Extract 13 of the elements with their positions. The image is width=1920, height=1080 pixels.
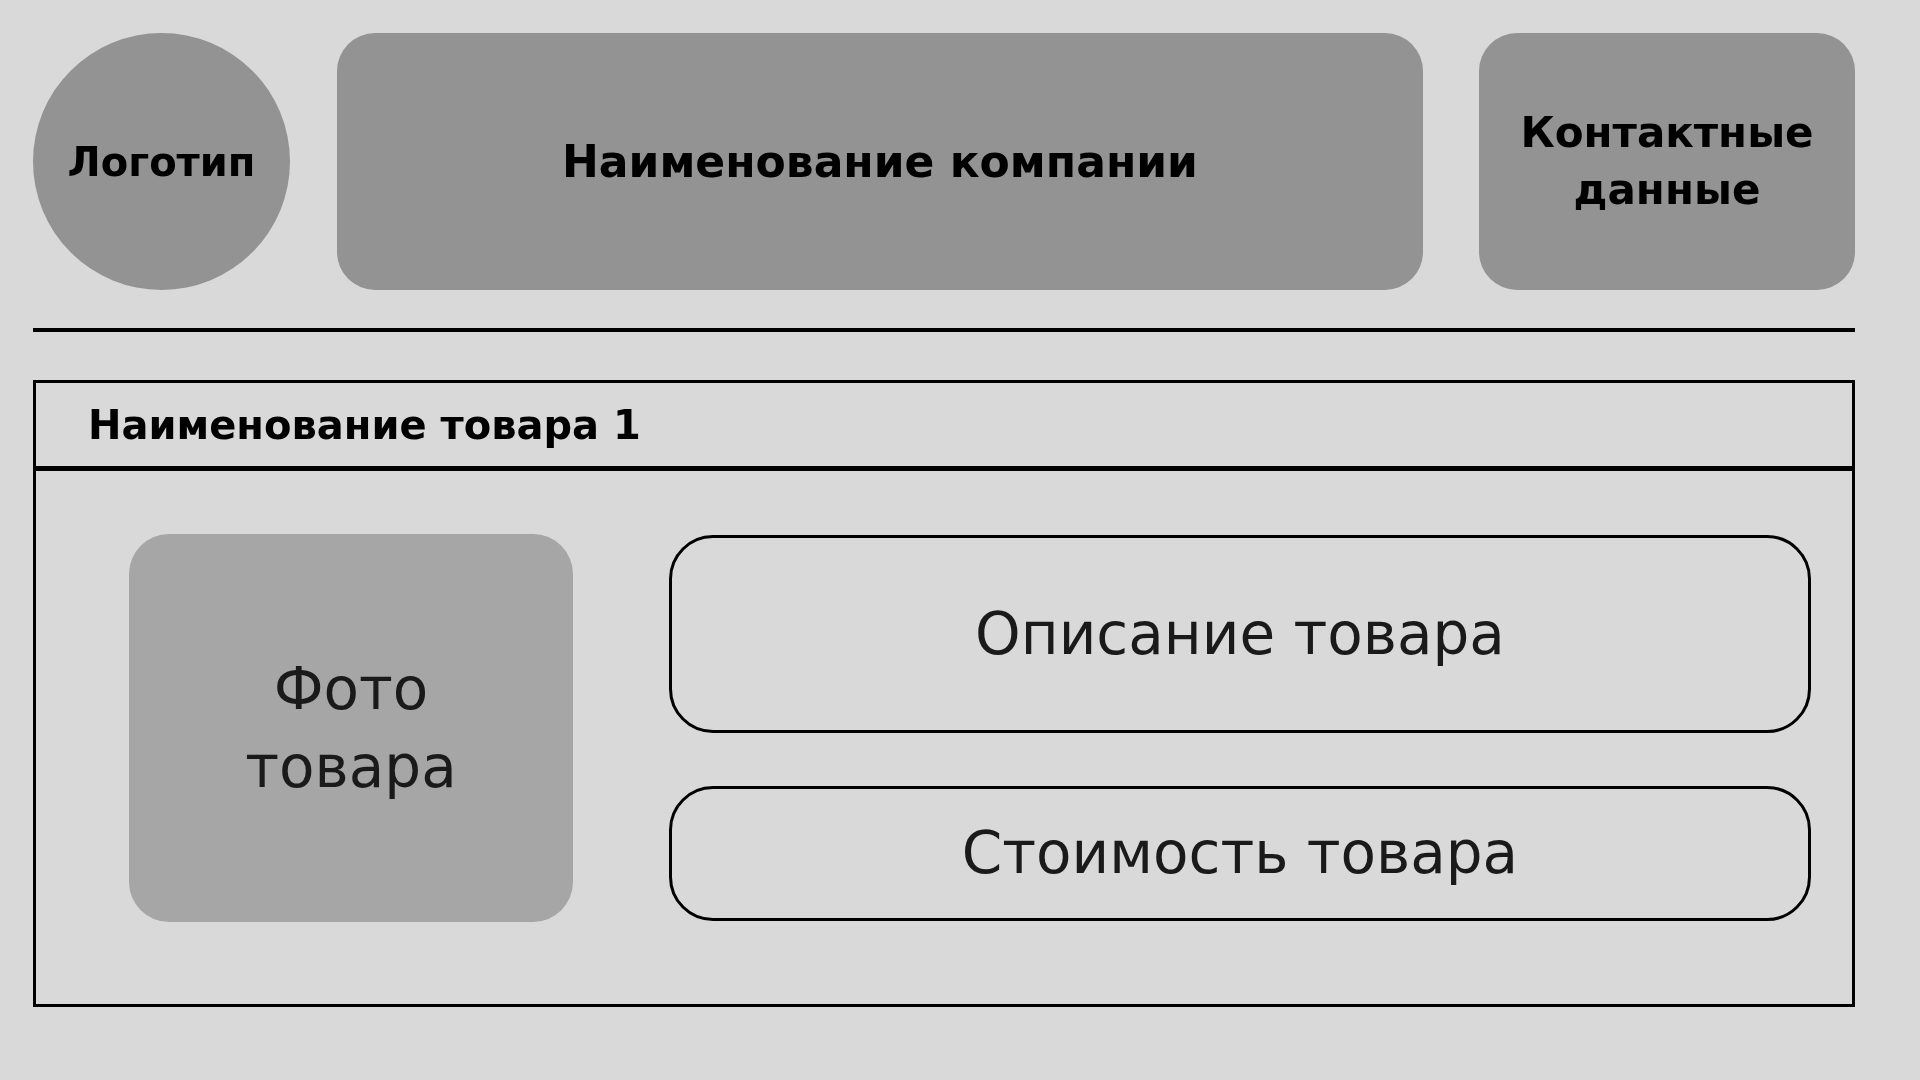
description-box [669,535,1811,733]
description-label: Описание товара [975,598,1505,670]
price-box [669,786,1811,921]
product-title: Наименование товара 1 [36,383,1852,471]
product-card [33,380,1855,1007]
company-name-label: Наименование компании [562,134,1198,189]
photo-label: Фото товара [244,653,458,803]
contacts-box [1479,33,1855,290]
price-label: Стоимость товара [961,818,1519,890]
company-name-box [337,33,1423,290]
circle-label: Логотип [67,137,256,187]
photo-panel [129,534,573,922]
contacts-label: Контактные данные [1519,106,1815,216]
